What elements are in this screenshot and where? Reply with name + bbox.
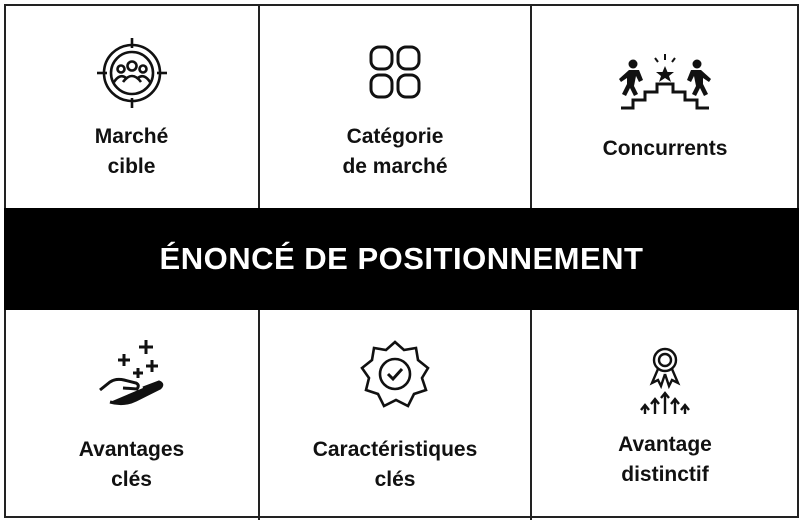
divider [530,308,532,520]
label-key-features: Caractéristiques clés [259,435,531,495]
label-market-category: Catégorie de marché [259,122,531,182]
hand-plus-icon [98,338,166,408]
divider [258,308,260,520]
divider [258,4,260,210]
target-audience-icon [96,38,167,108]
label-line: Catégorie [346,125,444,148]
positioning-statement-banner: ÉNONCÉ DE POSITIONNEMENT [4,208,799,310]
label-line: Avantages [78,438,185,461]
category-grid-icon [368,44,422,100]
label-line: clés [111,468,152,491]
label-line: distinctif [621,463,709,486]
cell-key-features: Caractéristiques clés [259,310,531,518]
label-line: Caractéristiques [312,438,478,461]
cell-market-category: Catégorie de marché [259,4,531,208]
cell-target-market: Marché cible [4,4,259,208]
label-distinctive-advantage: Avantage distinctif [531,430,799,490]
award-growth-icon [630,346,700,416]
competitors-race-icon [619,52,711,110]
cell-distinctive-advantage: Avantage distinctif [531,310,799,518]
label-target-market: Marché cible [4,122,259,182]
label-line: cible [107,155,156,178]
label-key-benefits: Avantages clés [4,435,259,495]
label-line: Concurrents [602,137,728,160]
banner-title: ÉNONCÉ DE POSITIONNEMENT [159,241,644,276]
label-competitors: Concurrents [531,134,799,164]
label-line: Avantage [618,433,712,456]
label-line: Marché [94,125,169,148]
label-line: de marché [342,155,448,178]
label-line: clés [374,468,416,491]
cell-key-benefits: Avantages clés [4,310,259,518]
cell-competitors: Concurrents [531,4,799,208]
divider [530,4,532,210]
quality-badge-icon [360,340,430,410]
